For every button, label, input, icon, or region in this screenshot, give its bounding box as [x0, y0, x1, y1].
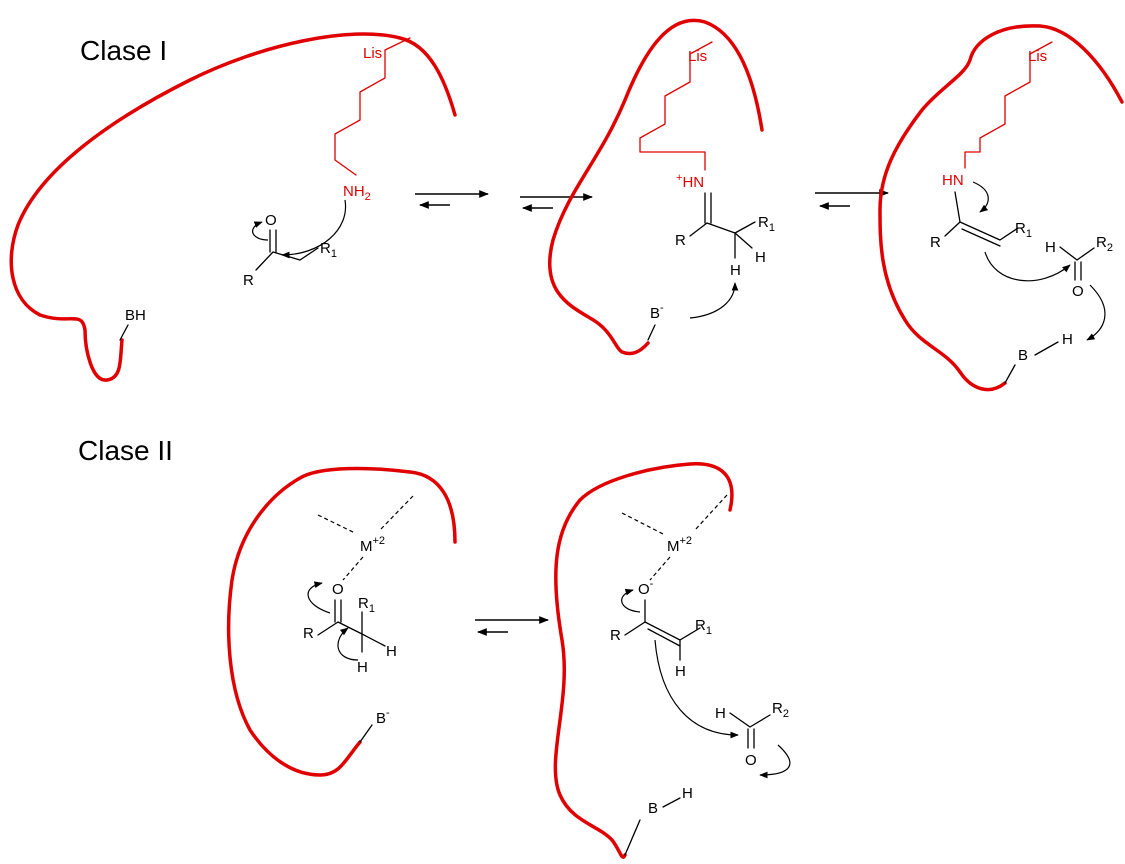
ch-bond-2b: [734, 232, 753, 249]
enamine-arrow: [972, 181, 989, 213]
enzyme-pocket-1: [9, 32, 457, 382]
r1-label-5: R1: [695, 617, 712, 637]
iminium-label: +HN: [676, 172, 704, 191]
b-label-3: B: [1018, 347, 1028, 364]
h-aldehyde-5: H: [715, 705, 726, 722]
enamine-backbone: [944, 221, 1019, 241]
aldol-arrow-5: [654, 639, 739, 739]
h-label-2b: H: [730, 262, 741, 279]
co-arrow-4: [307, 581, 331, 614]
cc-double-5: [647, 628, 681, 647]
h-label-3: H: [1062, 331, 1073, 348]
deprotonation-arrow-4: [337, 627, 359, 661]
enzyme-pocket-2: [547, 18, 764, 356]
bh-label: BH: [125, 307, 146, 324]
aldol-arrow-3: [984, 251, 1071, 282]
class1-title: Clase I: [80, 35, 167, 66]
o-label-1: O: [265, 212, 277, 229]
r1-label-3: R1: [1015, 220, 1032, 240]
enolate-backbone: [624, 621, 701, 641]
b-minus-label-4: B-: [376, 707, 390, 727]
aldehyde-backbone-3: [1059, 246, 1095, 261]
b-bond-2: [647, 324, 656, 341]
r1-label-4: R1: [358, 595, 375, 615]
o-minus-label-5: O-: [638, 578, 654, 598]
co-arrow-5: [621, 588, 641, 613]
metal-ligand-1: [317, 514, 356, 534]
enzyme-pocket-5: [553, 462, 734, 859]
r1-label-1: R1: [320, 240, 337, 260]
b-bond-5: [624, 819, 641, 856]
bh-bond-3: [1034, 341, 1059, 356]
h-label-4a: H: [386, 643, 397, 660]
metal-ligand-2: [379, 495, 414, 531]
r-label-5: R: [610, 627, 621, 644]
protonation-arrow-5: [759, 744, 791, 779]
h-label-5: H: [675, 663, 686, 680]
iminium-backbone: [689, 221, 756, 237]
class2-title: Clase II: [78, 435, 173, 466]
lysine-label-3: Lis: [1028, 48, 1047, 65]
r2-label-5: R2: [772, 700, 789, 720]
b-bond-4: [359, 724, 373, 743]
r-label-4: R: [303, 625, 314, 642]
metal-label-5: M+2: [667, 535, 692, 555]
lysine-label-2: Lis: [688, 48, 707, 65]
ch-bond-4: [361, 633, 386, 647]
metal-o-bond-4: [342, 556, 364, 581]
r-label-2: R: [675, 232, 686, 249]
r2-label-3: R2: [1096, 234, 1113, 254]
bh-bond-5: [662, 797, 681, 808]
nh2-label: NH2: [343, 183, 371, 203]
lysine-chain-2: [639, 41, 713, 171]
metal-ligand-3: [621, 512, 666, 536]
r-label-1: R: [243, 272, 254, 289]
r-label-3: R: [930, 234, 941, 251]
bh-bond: [119, 324, 129, 341]
b-minus-label: B-: [650, 302, 664, 322]
protonation-arrow-3: [1086, 284, 1106, 341]
b-bond-3: [1004, 364, 1016, 384]
lysine-label-1: Lis: [363, 45, 382, 62]
b-label-5: B: [648, 800, 658, 817]
h-label-2a: H: [755, 249, 766, 266]
o-aldehyde-5: O: [745, 752, 757, 769]
lysine-chain-1: [334, 37, 411, 176]
metal-label-4: M+2: [360, 535, 385, 555]
lysine-chain-3: [964, 41, 1053, 169]
co-arrow-1: [252, 221, 269, 241]
cn-bond-3: [954, 191, 961, 223]
h-aldehyde-3: H: [1045, 239, 1056, 256]
enzyme-pocket-4: [226, 466, 457, 777]
h-label-5b: H: [682, 785, 693, 802]
o-label-4: O: [332, 581, 344, 598]
aldehyde-backbone-5: [729, 712, 771, 728]
deprotonation-arrow: [689, 282, 739, 319]
metal-o-bond-5: [649, 556, 671, 581]
enzyme-pocket-3: [878, 24, 1124, 392]
ketone-backbone-4: [317, 621, 363, 653]
attack-arrow-1: [281, 199, 347, 259]
cc-double-3: [961, 228, 1001, 247]
h-label-4b: H: [357, 659, 368, 676]
metal-ligand-4: [694, 494, 728, 531]
o-aldehyde-3: O: [1072, 283, 1084, 300]
enamine-label: HN: [942, 172, 964, 189]
r1-label-2: R1: [758, 214, 775, 234]
